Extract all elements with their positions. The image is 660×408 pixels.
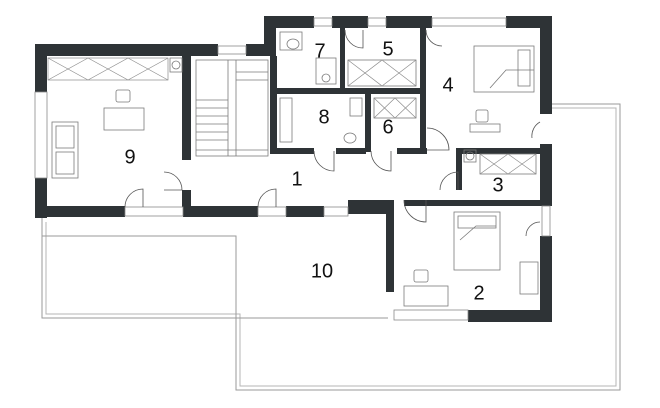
terrace-outline: [41, 103, 621, 391]
room-3-label: 3: [492, 174, 503, 196]
room-7-label: 7: [314, 40, 325, 62]
room-2-furniture: [403, 211, 539, 307]
room-3-furniture: [463, 149, 537, 175]
windows: [34, 17, 551, 321]
doors: [124, 29, 541, 237]
room-8-label: 8: [318, 106, 329, 128]
room-labels: 1 2 3 4 5 6 7 8 9 10: [124, 38, 503, 304]
staircase: [195, 59, 269, 157]
room-4-furniture: [469, 45, 535, 133]
room-4-label: 4: [442, 74, 453, 96]
room-2-label: 2: [473, 282, 484, 304]
room-10-label: 10: [311, 260, 333, 282]
room-5-label: 5: [382, 38, 393, 60]
room-6-label: 6: [382, 116, 393, 138]
room-9-furniture: [47, 57, 183, 179]
bathroom-fixtures: [279, 31, 417, 144]
room-1-label: 1: [291, 168, 302, 190]
room-9-label: 9: [124, 146, 135, 168]
